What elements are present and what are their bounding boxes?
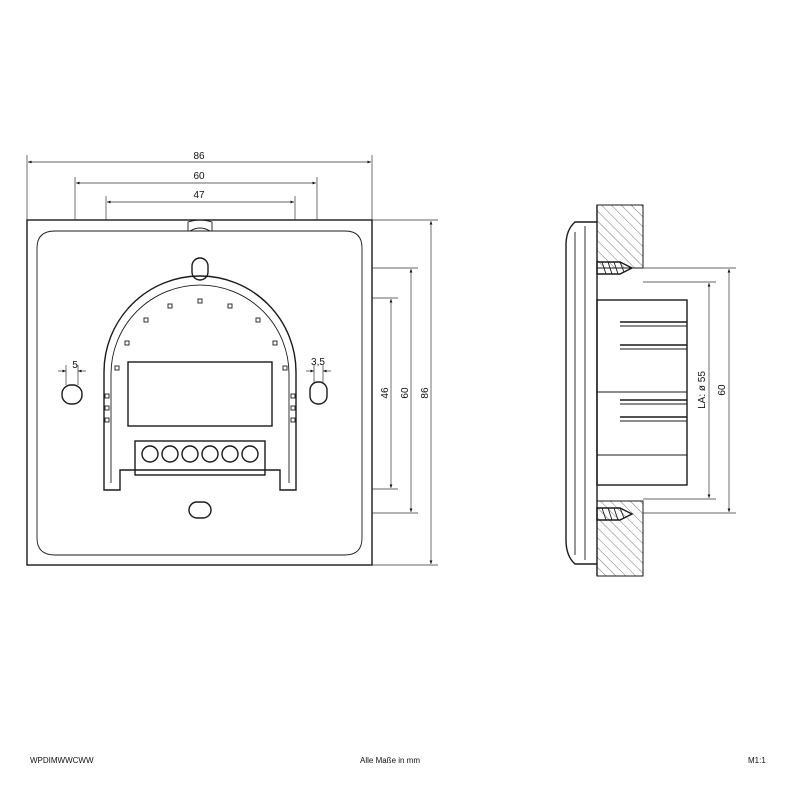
dim-label-3-5: 3,5 [311, 357, 325, 368]
dim-label-5: 5 [72, 360, 78, 371]
front-outer-frame [26, 219, 373, 566]
screw-bottom [596, 507, 634, 521]
terminal-block [134, 440, 266, 476]
mounting-slot-right [309, 381, 328, 405]
dimension-side-60: 60 [643, 267, 736, 514]
dimension-86-width: 86 [26, 151, 373, 220]
dimension-47-width: 47 [105, 190, 296, 220]
display-window [127, 361, 273, 427]
screw-top [596, 261, 634, 275]
mounting-slot-top [191, 257, 209, 281]
side-cover-profile [565, 221, 597, 565]
housing-outline-inner [110, 284, 290, 483]
housing-outline-outer [103, 275, 297, 491]
footer-model-code: WPDIMWWCWW [30, 756, 94, 765]
housing-tabs [104, 298, 296, 423]
side-fins [597, 321, 687, 422]
dimension-la-diameter: LA: ø 55 [643, 281, 716, 500]
mounting-slot-bottom [188, 501, 212, 519]
dimension-hole-5: 5 [58, 360, 86, 385]
side-view: LA: ø 55 60 [565, 204, 736, 577]
mounting-slot-left [61, 384, 83, 405]
dim-label-86: 86 [193, 151, 205, 162]
wall-section-top [596, 204, 644, 269]
front-view: 86 60 47 5 3,5 [26, 151, 438, 566]
top-notch [187, 219, 213, 232]
side-insert-body [596, 299, 688, 486]
terminal-screws [141, 445, 259, 463]
footer-units-note: Alle Maße in mm [360, 756, 421, 765]
dim-label-60-width: 60 [193, 171, 205, 182]
wall-section-bottom [596, 500, 644, 577]
front-inner-plate [36, 227, 363, 556]
dim-label-side-60: 60 [717, 384, 728, 396]
dim-label-86-height: 86 [420, 387, 431, 399]
dim-label-47: 47 [193, 190, 205, 201]
dimension-46-height: 46 [372, 297, 398, 490]
dimension-86-height: 86 [372, 219, 438, 566]
dim-label-60-height: 60 [400, 387, 411, 399]
dim-label-la-55: LA: ø 55 [697, 371, 708, 409]
dimension-60-height: 60 [372, 267, 418, 514]
dimension-60-width: 60 [74, 171, 318, 220]
dim-label-46: 46 [380, 387, 391, 399]
footer-scale: M1:1 [748, 756, 766, 765]
dimension-hole-3-5: 3,5 [306, 357, 331, 382]
